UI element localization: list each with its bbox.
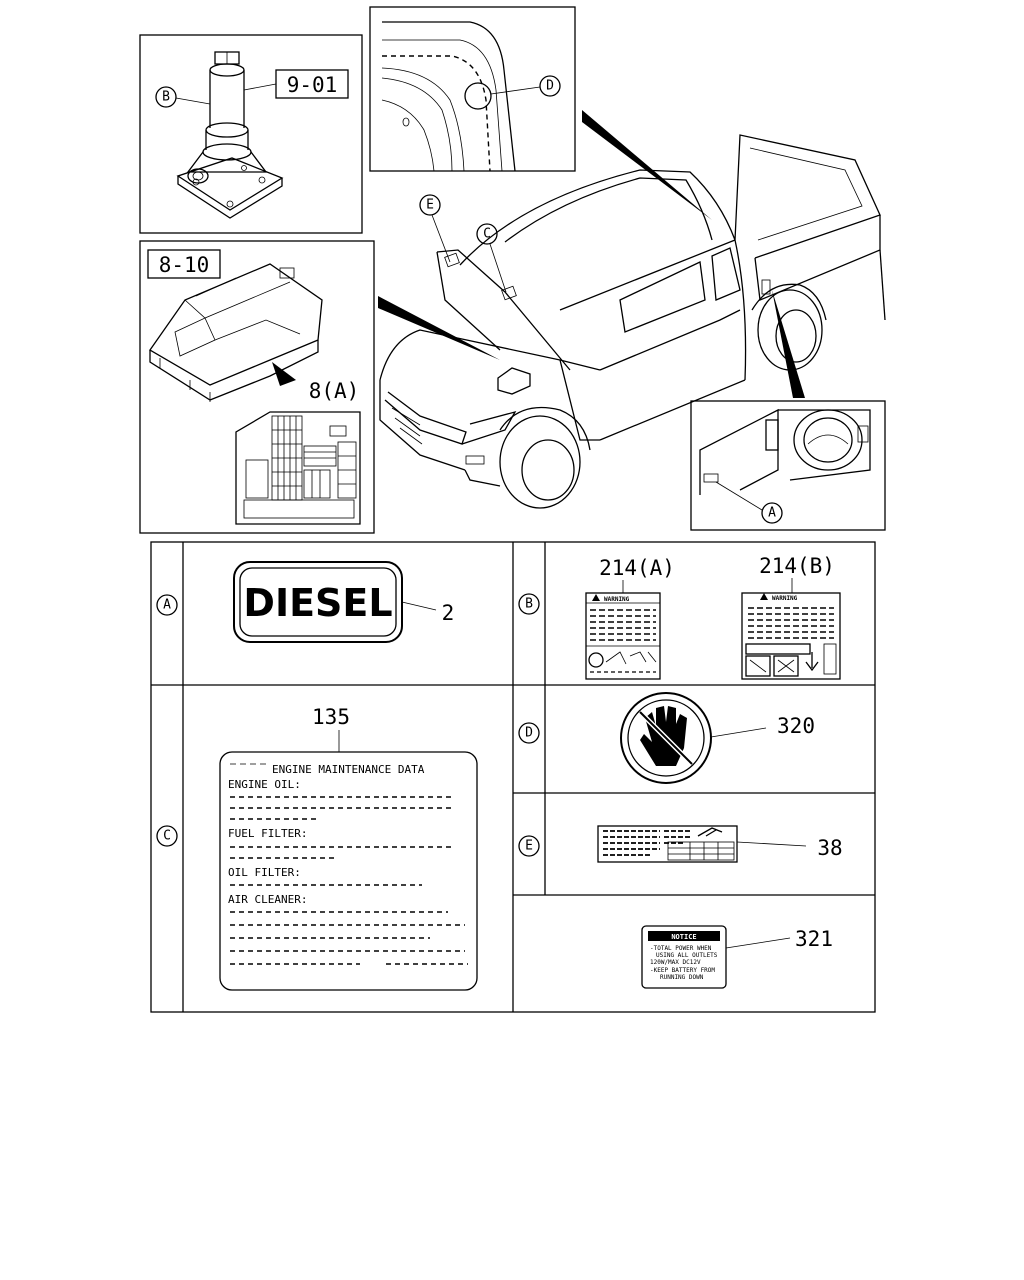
jack-illustration bbox=[176, 51, 284, 219]
pointer-wedge-fuse bbox=[378, 296, 500, 360]
callout-e: E bbox=[419, 194, 451, 263]
part-214b-number: 214(B) bbox=[759, 554, 835, 578]
fuse-label-card bbox=[235, 411, 361, 525]
part-8-a-callout: 8(A) bbox=[309, 379, 360, 403]
svg-text:WARNING: WARNING bbox=[604, 596, 630, 603]
table-row-f: NOTICE -TOTAL POWER WHEN USING ALL OUTLE… bbox=[641, 925, 833, 989]
svg-text:WARNING: WARNING bbox=[772, 595, 798, 602]
wheel-arch-inset: D bbox=[369, 6, 576, 172]
pickup-truck-illustration bbox=[379, 134, 886, 509]
part-8-10-callout: 8-10 bbox=[147, 249, 221, 279]
svg-text:B: B bbox=[162, 90, 170, 105]
svg-text:D: D bbox=[546, 79, 554, 94]
part-320-number: 320 bbox=[777, 714, 815, 738]
svg-text:9-01: 9-01 bbox=[287, 73, 338, 97]
maintenance-line-air-cleaner: AIR CLEANER: bbox=[228, 893, 307, 906]
maintenance-line-oil-filter: OIL FILTER: bbox=[228, 866, 301, 879]
table-row-b: B 214(A) 214(B) WARNING WARNING bbox=[518, 554, 841, 680]
svg-text:RUNNING DOWN: RUNNING DOWN bbox=[660, 974, 704, 981]
parts-table bbox=[150, 541, 876, 1013]
warning-label-214a: WARNING bbox=[585, 592, 661, 680]
part-2-number: 2 bbox=[442, 601, 455, 625]
part-135-number: 135 bbox=[312, 705, 350, 729]
part-9-01-callout: 9-01 bbox=[243, 69, 349, 99]
no-hand-icon bbox=[638, 706, 694, 766]
svg-text:E: E bbox=[426, 198, 434, 213]
svg-text:-KEEP BATTERY FROM: -KEEP BATTERY FROM bbox=[650, 967, 715, 974]
pointer-wedge-a bbox=[772, 290, 805, 398]
svg-text:A: A bbox=[768, 506, 776, 521]
svg-text:USING ALL OUTLETS: USING ALL OUTLETS bbox=[656, 952, 718, 959]
maintenance-line-fuel-filter: FUEL FILTER: bbox=[228, 827, 307, 840]
callout-a: A bbox=[715, 481, 783, 524]
maintenance-line-engine-oil: ENGINE OIL: bbox=[228, 778, 301, 791]
svg-text:A: A bbox=[163, 598, 171, 613]
maintenance-title: ENGINE MAINTENANCE DATA bbox=[272, 763, 425, 776]
svg-text:E: E bbox=[525, 839, 533, 854]
part-321-number: 321 bbox=[795, 927, 833, 951]
fuse-box-illustration bbox=[149, 263, 323, 402]
svg-text:B: B bbox=[525, 597, 533, 612]
table-row-e: E 38 bbox=[518, 825, 843, 863]
callout-d: D bbox=[490, 75, 561, 97]
svg-text:120W/MAX DC12V: 120W/MAX DC12V bbox=[650, 959, 701, 966]
svg-text:C: C bbox=[483, 227, 491, 242]
pointer-wedge-d bbox=[582, 110, 712, 220]
part-38-number: 38 bbox=[817, 836, 842, 860]
svg-text:-TOTAL POWER WHEN: -TOTAL POWER WHEN bbox=[650, 945, 712, 952]
warning-label-214b: WARNING bbox=[741, 592, 841, 680]
svg-text:8-10: 8-10 bbox=[159, 253, 210, 277]
table-row-a: A DIESEL 2 bbox=[156, 561, 455, 643]
fuel-filler-inset: A bbox=[690, 400, 886, 531]
table-row-c: C 135 ENGINE MAINTENANCE DATA ENGINE OIL… bbox=[156, 705, 478, 991]
callout-b-jack: B bbox=[155, 86, 211, 108]
jack-inset: B 9-01 bbox=[139, 34, 363, 234]
table-row-d: D 320 bbox=[518, 692, 815, 784]
diesel-label-text: DIESEL bbox=[243, 581, 392, 625]
callout-c: C bbox=[476, 223, 507, 293]
fuse-box-inset: 8-10 bbox=[139, 240, 375, 534]
svg-text:D: D bbox=[525, 726, 533, 741]
svg-text:C: C bbox=[163, 829, 171, 844]
part-214a-number: 214(A) bbox=[599, 556, 675, 580]
notice-title: NOTICE bbox=[671, 933, 696, 941]
